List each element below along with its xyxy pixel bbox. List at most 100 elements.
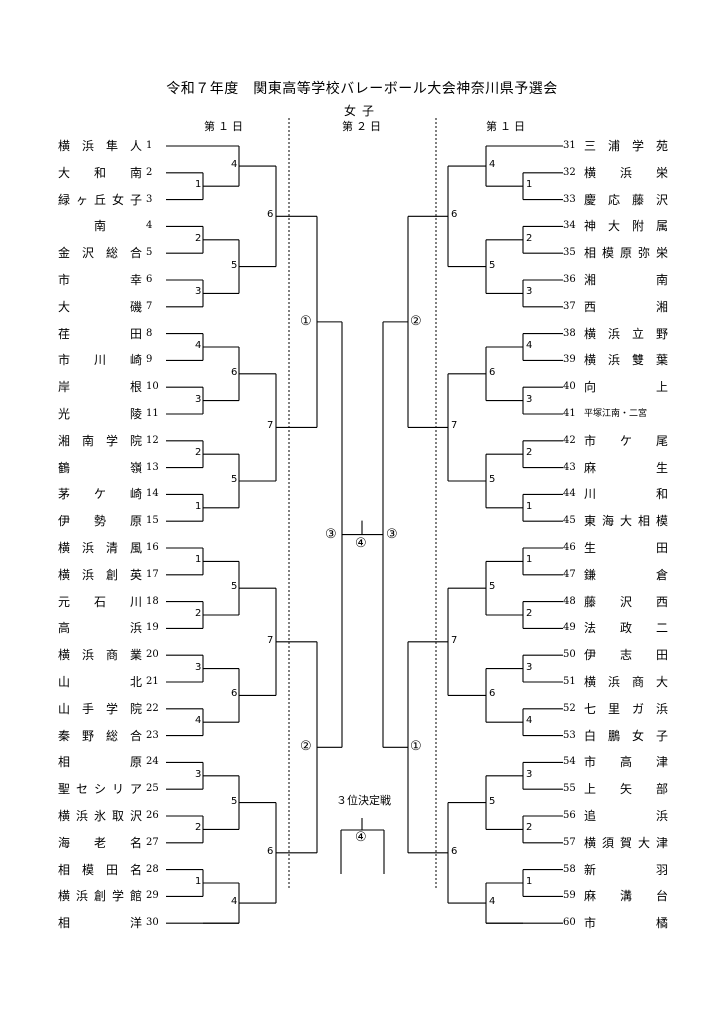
team-name-right: 西湘 <box>584 299 668 314</box>
seed-number: 55 <box>563 783 576 795</box>
court-number-label: 7 <box>451 420 458 432</box>
court-number-label: 1 <box>195 876 202 887</box>
team-name-right: 川和 <box>584 487 668 502</box>
team-name-right: 上矢部 <box>584 782 668 797</box>
court-number-label: 3 <box>526 286 533 298</box>
court-number-label: 3 <box>526 768 533 780</box>
team-name-right: 麻生 <box>584 460 668 475</box>
court-number-label: 2 <box>526 608 533 619</box>
team-name-right: 追浜 <box>584 809 668 823</box>
page-title: 令和７年度 関東高等学校バレーボール大会神奈川県予選会 <box>166 81 558 97</box>
seed-number: 9 <box>146 354 153 366</box>
court-number-label: 4 <box>489 159 496 171</box>
team-name-left: 金沢総合 <box>58 246 142 261</box>
team-name-left: 横浜氷取沢 <box>58 809 142 823</box>
day-label-left: 第１日 <box>204 120 246 133</box>
seed-number: 17 <box>146 568 159 580</box>
seed-number: 27 <box>146 836 159 848</box>
seed-number: 40 <box>563 381 576 393</box>
seed-number: 24 <box>146 756 159 768</box>
seed-number: 54 <box>563 756 576 768</box>
team-name-right: 相模原弥栄 <box>584 246 668 261</box>
court-number-label: 3 <box>195 768 202 780</box>
court-number-label: 3 <box>195 286 202 298</box>
team-name-right: 生田 <box>584 541 668 555</box>
court-circle-label: ② <box>300 739 312 755</box>
team-name-left: 横浜創英 <box>58 567 142 582</box>
seed-number: 21 <box>146 676 159 687</box>
seed-number: 46 <box>563 542 576 553</box>
court-number-label: 6 <box>451 209 458 221</box>
seed-number: 3 <box>146 193 153 205</box>
team-name-right: 三浦学苑 <box>584 139 668 153</box>
seed-number: 26 <box>146 810 159 821</box>
court-number-label: 4 <box>526 340 533 351</box>
page-subtitle: 女子 <box>343 104 380 118</box>
seed-number: 53 <box>563 729 576 741</box>
court-number-label: 6 <box>231 688 238 700</box>
court-number-label: 4 <box>489 896 496 908</box>
court-number-label: 1 <box>195 554 202 566</box>
seed-number: 2 <box>146 166 153 178</box>
seed-number: 5 <box>146 247 153 259</box>
seed-number: 57 <box>563 836 576 848</box>
seed-number: 50 <box>563 649 576 661</box>
team-name-left: 南 <box>93 219 106 234</box>
team-name-right: 東海大相模 <box>584 514 668 529</box>
seed-number: 19 <box>146 622 159 634</box>
court-number-label: 3 <box>526 393 533 405</box>
court-number-label: 2 <box>195 232 202 244</box>
seed-number: 47 <box>563 568 576 580</box>
court-number-label: 5 <box>231 259 238 271</box>
team-name-right: 神大附属 <box>584 219 668 234</box>
court-number-label: 2 <box>526 447 533 459</box>
court-number-label: 5 <box>231 474 238 485</box>
seed-number: 23 <box>146 729 159 741</box>
court-number-label: 7 <box>267 634 274 646</box>
court-number-label: 2 <box>195 447 202 459</box>
court-number-label: 7 <box>267 420 274 432</box>
team-name-left: 元石川 <box>58 594 142 609</box>
seed-number: 12 <box>146 434 159 446</box>
court-number-label: 6 <box>231 366 238 378</box>
seed-number: 35 <box>563 247 576 259</box>
court-circle-label: ① <box>300 313 312 329</box>
seed-number: 15 <box>146 515 159 527</box>
team-name-left: 茅ケ崎 <box>58 487 142 502</box>
team-name-left: 相模田名 <box>58 862 142 877</box>
team-name-right: 法政二 <box>584 621 668 636</box>
seed-number: 32 <box>563 166 576 178</box>
seed-number: 14 <box>146 488 159 500</box>
seed-number: 1 <box>146 140 153 151</box>
seed-number: 10 <box>146 381 159 393</box>
court-number-label: 1 <box>526 500 533 512</box>
seed-number: 58 <box>563 863 576 875</box>
court-number-label: 4 <box>231 159 238 171</box>
seed-number: 51 <box>563 676 576 687</box>
team-name-left: 光陵 <box>58 407 142 421</box>
seed-number: 49 <box>563 622 576 634</box>
seed-number: 43 <box>563 461 576 473</box>
team-name-left: 聖セシリア <box>58 782 142 797</box>
court-circle-label: ③ <box>386 526 398 542</box>
team-name-left: 大磯 <box>58 299 142 314</box>
team-name-left: 市幸 <box>58 273 142 287</box>
court-number-label: 1 <box>195 179 202 191</box>
seed-number: 22 <box>146 702 159 714</box>
court-circle-label: ③ <box>325 526 337 542</box>
team-name-right: 横浜栄 <box>584 165 668 180</box>
court-number-label: 4 <box>231 896 238 908</box>
seed-number: 11 <box>146 408 159 419</box>
court-number-label: 5 <box>489 259 496 271</box>
team-name-right: 横浜雙葉 <box>584 353 668 368</box>
seed-number: 60 <box>563 917 576 929</box>
team-name-left: 横浜隼人 <box>58 139 142 153</box>
seed-number: 6 <box>146 274 153 285</box>
team-name-right: 新羽 <box>584 862 668 877</box>
court-number-label: 4 <box>526 715 533 727</box>
court-number-label: 6 <box>489 688 496 700</box>
seed-number: 44 <box>563 488 576 500</box>
team-name-left: 山手学院 <box>58 701 142 716</box>
team-name-left: 緑ヶ丘女子 <box>58 192 142 207</box>
team-name-left: 大和南 <box>58 165 142 180</box>
